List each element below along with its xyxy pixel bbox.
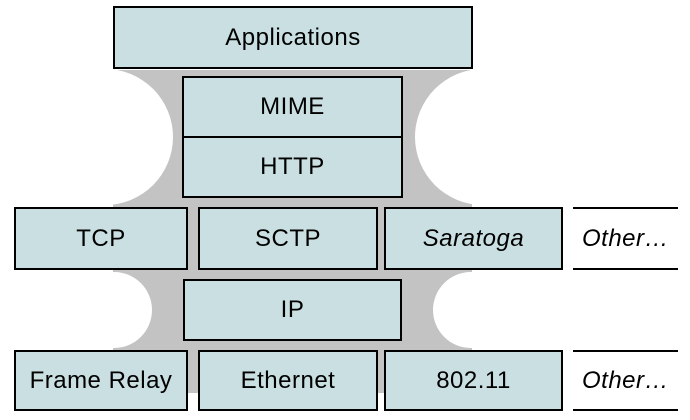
box-sctp: SCTP (198, 207, 378, 270)
box-ip: IP (183, 279, 402, 341)
box-http: HTTP (184, 136, 401, 196)
box-saratoga: Saratoga (384, 207, 563, 270)
box-mime-http: MIME HTTP (182, 76, 403, 198)
box-ethernet: Ethernet (198, 350, 378, 411)
box-applications: Applications (113, 6, 473, 69)
box-other-transport: Other… (573, 207, 678, 270)
box-tcp: TCP (14, 207, 188, 270)
box-mime: MIME (260, 93, 325, 120)
box-other-link: Other… (573, 350, 678, 411)
box-frame-relay: Frame Relay (14, 350, 188, 411)
box-802-11: 802.11 (384, 350, 563, 411)
